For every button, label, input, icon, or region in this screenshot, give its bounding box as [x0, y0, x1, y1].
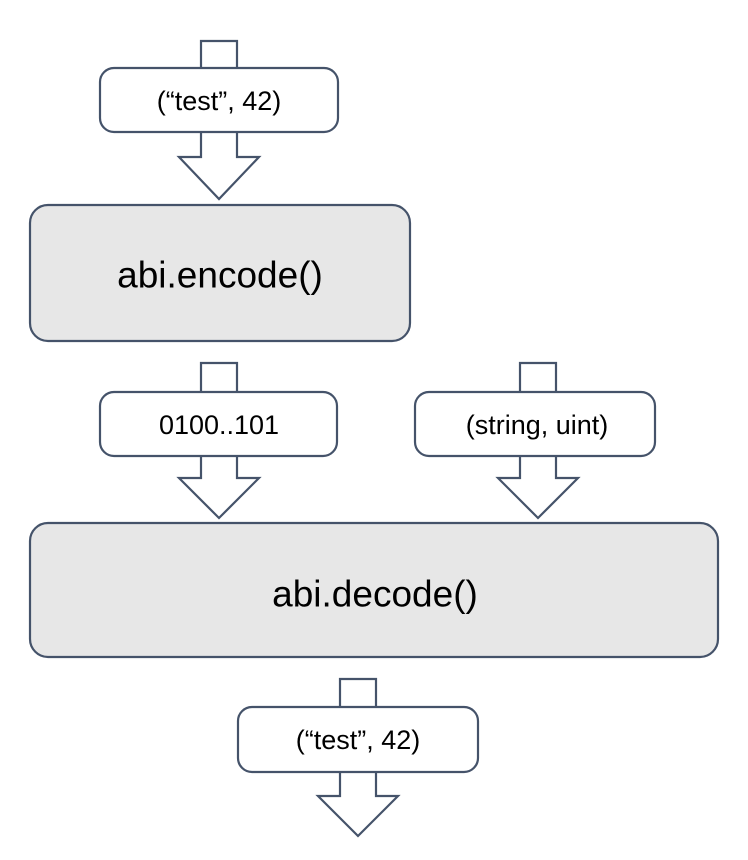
node-input-tuple-top[interactable]: (“test”, 42) [98, 66, 340, 134]
abi-encode-box[interactable] [28, 203, 412, 343]
node-type-tuple[interactable]: (string, uint) [413, 390, 657, 458]
node-encoded-bytes[interactable]: 0100..101 [98, 390, 339, 458]
abi-decode-box[interactable] [28, 521, 720, 659]
arrow-output-down [315, 771, 401, 838]
arrow-input-to-encode [176, 131, 262, 201]
stub-into-output-bottom [338, 677, 378, 709]
stub-into-input-top [199, 39, 239, 70]
type-tuple-box[interactable] [413, 390, 657, 458]
node-abi-encode[interactable]: abi.encode() [28, 203, 412, 343]
encoded-bytes-label: 0100..101 [159, 410, 279, 440]
abi-encode-label: abi.encode() [117, 255, 323, 296]
input-tuple-top-label: (“test”, 42) [157, 86, 282, 116]
node-output-tuple-bottom[interactable]: (“test”, 42) [236, 705, 480, 774]
encoded-bytes-box[interactable] [98, 390, 339, 458]
connector-layer [176, 39, 581, 838]
arrow-types-to-decode [495, 455, 581, 520]
node-abi-decode[interactable]: abi.decode() [28, 521, 720, 659]
output-tuple-bottom-label: (“test”, 42) [296, 725, 421, 755]
stub-into-encoded-bytes [199, 361, 239, 394]
arrow-bytes-to-decode [176, 455, 262, 520]
abi-decode-label: abi.decode() [272, 574, 478, 615]
input-tuple-top-box[interactable] [98, 66, 340, 134]
output-tuple-bottom-box[interactable] [236, 705, 480, 774]
stub-into-type-tuple [518, 361, 558, 394]
type-tuple-label: (string, uint) [466, 410, 609, 440]
